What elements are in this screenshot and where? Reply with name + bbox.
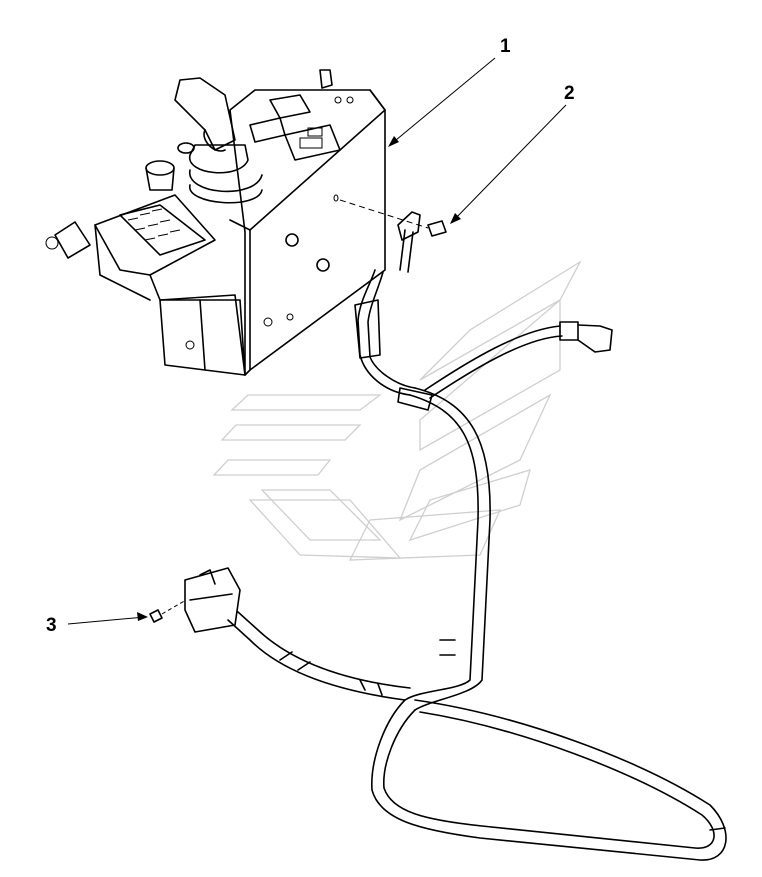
watermark-logo bbox=[212, 260, 582, 561]
callout-2-label: 2 bbox=[564, 83, 575, 104]
leader-line-3 bbox=[67, 612, 148, 625]
leader-line-2 bbox=[450, 104, 567, 224]
screw-part-3 bbox=[149, 599, 187, 623]
callout-3-label: 3 bbox=[46, 615, 57, 636]
control-console bbox=[45, 69, 386, 376]
leader-line-1 bbox=[388, 57, 496, 147]
wire-harness bbox=[184, 211, 727, 861]
screw-part-2 bbox=[339, 199, 447, 237]
callout-1-label: 1 bbox=[500, 36, 511, 57]
